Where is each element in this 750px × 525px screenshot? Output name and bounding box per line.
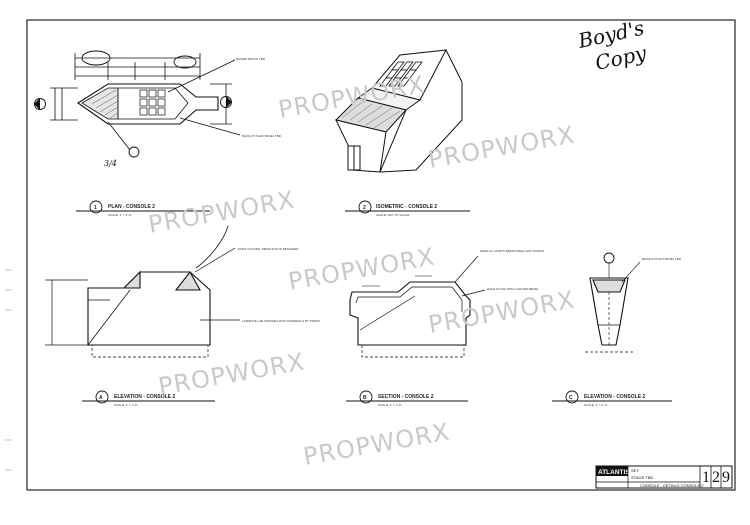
sheet-number: 1 — [702, 469, 710, 486]
isometric-number: 2 — [363, 205, 366, 211]
svg-text:PROPWORX: PROPWORX — [146, 186, 297, 239]
elevation-a-number: A — [99, 395, 103, 401]
svg-text:PROPWORX: PROPWORX — [301, 418, 452, 471]
plan-keypad — [139, 89, 166, 116]
elevation-a-title: ELEVATION - CONSOLE 2 — [114, 394, 175, 400]
note-backlit-c: BACKLIT PLEXI PANEL TBD — [642, 257, 682, 261]
section-b-title: SECTION - CONSOLE 2 — [378, 394, 434, 400]
note-raised-detail: RAISED DETAIL TBD — [236, 57, 266, 61]
sheet-total: 9 — [722, 469, 730, 486]
handwritten-corner-note: Boyd's Copy — [575, 16, 649, 75]
isometric-scale: SCALE: NOT TO SCALE — [376, 213, 409, 217]
plan-scale: SCALE: 1" = 1'-0" — [108, 213, 132, 217]
title-isometric: 2 ISOMETRIC - CONSOLE 2 SCALE: NOT TO SC… — [345, 200, 470, 217]
title-block-drawing-title: CONSOLE - DETAILS CONSOLE 2 — [640, 483, 704, 488]
title-block-logo: ATLANTIS — [598, 469, 630, 476]
title-elevation-a: A ELEVATION - CONSOLE 2 SCALE: 1" = 1'-0… — [82, 390, 215, 407]
crop-marks — [5, 269, 12, 471]
plan-number: 1 — [94, 205, 97, 211]
plan-title: PLAN - CONSOLE 2 — [108, 204, 155, 210]
elevation-c-view — [585, 252, 641, 353]
elevation-a-view — [45, 225, 240, 358]
elevation-c-title: ELEVATION - CONSOLE 2 — [584, 394, 645, 400]
plan-dim-circle-2 — [173, 55, 197, 69]
elevation-c-scale: SCALE: 1" = 1'-0" — [584, 403, 608, 407]
title-block-set-label: SET: — [631, 468, 639, 473]
section-b-view — [349, 255, 486, 358]
elevation-a-scale: SCALE: 1" = 1'-0" — [114, 403, 138, 407]
isometric-title: ISOMETRIC - CONSOLE 2 — [376, 204, 437, 210]
section-marker-a — [34, 98, 46, 110]
note-laminate: LAMINATE LAB FINISHES WITH MATERIALS BY … — [242, 319, 320, 323]
title-block-set-value: STAGE TBD — [631, 475, 653, 480]
sheet-border — [26, 19, 736, 491]
isometric-keypad — [379, 61, 423, 87]
svg-text:PROPWORX: PROPWORX — [156, 348, 307, 401]
note-make-all-parts: MAKE ALL PARTS REMOVABLE FOR ACCESS — [480, 249, 544, 253]
section-marker-b — [220, 96, 232, 108]
note-paint-colors: PAINT COLORS: PRODUCTION DESIGNER — [238, 247, 299, 251]
title-plan: 1 PLAN - CONSOLE 2 SCALE: 1" = 1'-0" — [76, 200, 210, 217]
section-marker-c — [128, 146, 140, 158]
handwritten-plan-note: 3/4 — [104, 159, 117, 168]
section-b-number: B — [363, 395, 367, 401]
title-elevation-c: C ELEVATION - CONSOLE 2 SCALE: 1" = 1'-0… — [552, 390, 672, 407]
section-b-scale: SCALE: 1" = 1'-0" — [378, 403, 402, 407]
title-block: ATLANTIS SET: STAGE TBD CONSOLE - DETAIL… — [595, 465, 733, 489]
plan-dim-circle — [81, 50, 111, 66]
title-section-b: B SECTION - CONSOLE 2 SCALE: 1" = 1'-0" — [346, 390, 468, 407]
elevation-c-number: C — [569, 395, 573, 401]
note-backlit-plexi: BACKLIT PLEXI PANEL TBD — [242, 134, 282, 138]
sheet-sub: 2 — [712, 469, 720, 486]
plan-view — [50, 53, 241, 151]
isometric-view — [335, 49, 463, 173]
note-hold-flush: HOLD FLUSH WITH LIGHTED BEVEL — [487, 287, 539, 291]
